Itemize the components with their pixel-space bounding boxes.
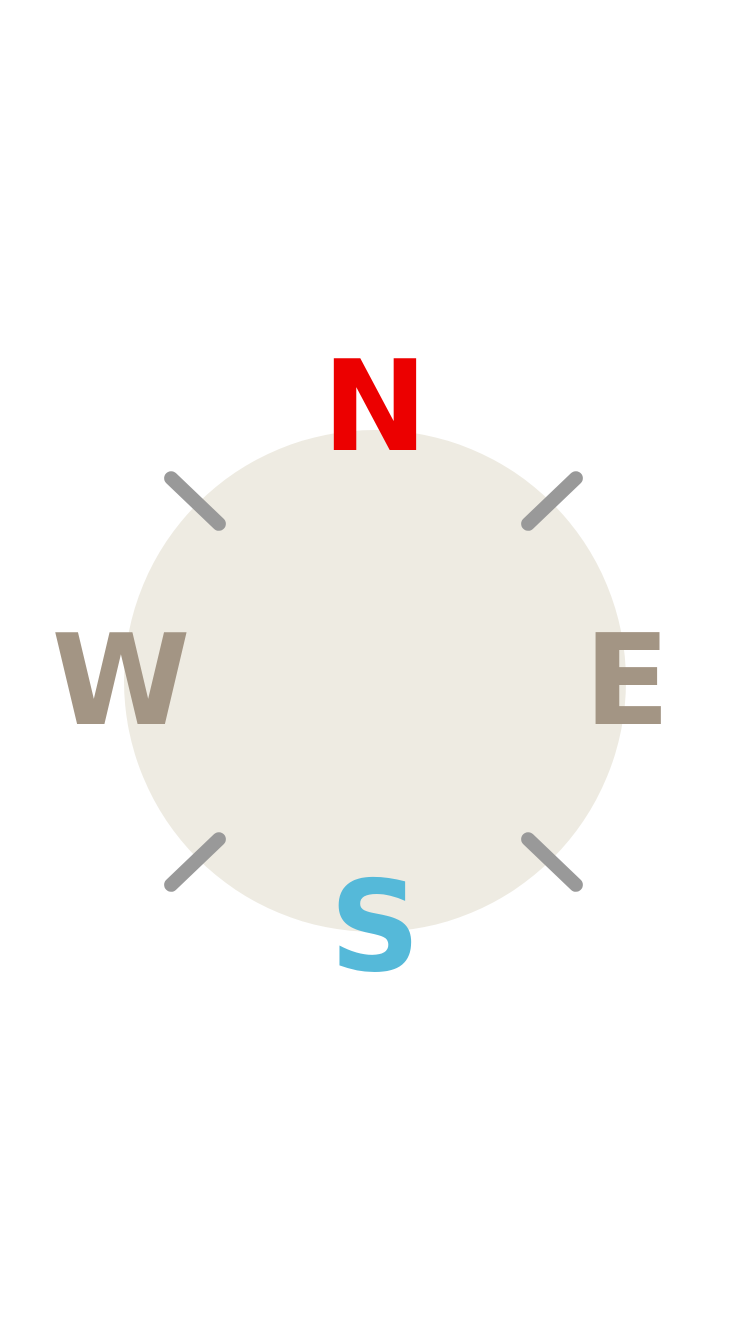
- direction-north-label: N: [322, 333, 428, 480]
- direction-west-label: W: [51, 607, 191, 754]
- direction-east-label: E: [583, 607, 671, 754]
- direction-south-label: S: [329, 853, 421, 1000]
